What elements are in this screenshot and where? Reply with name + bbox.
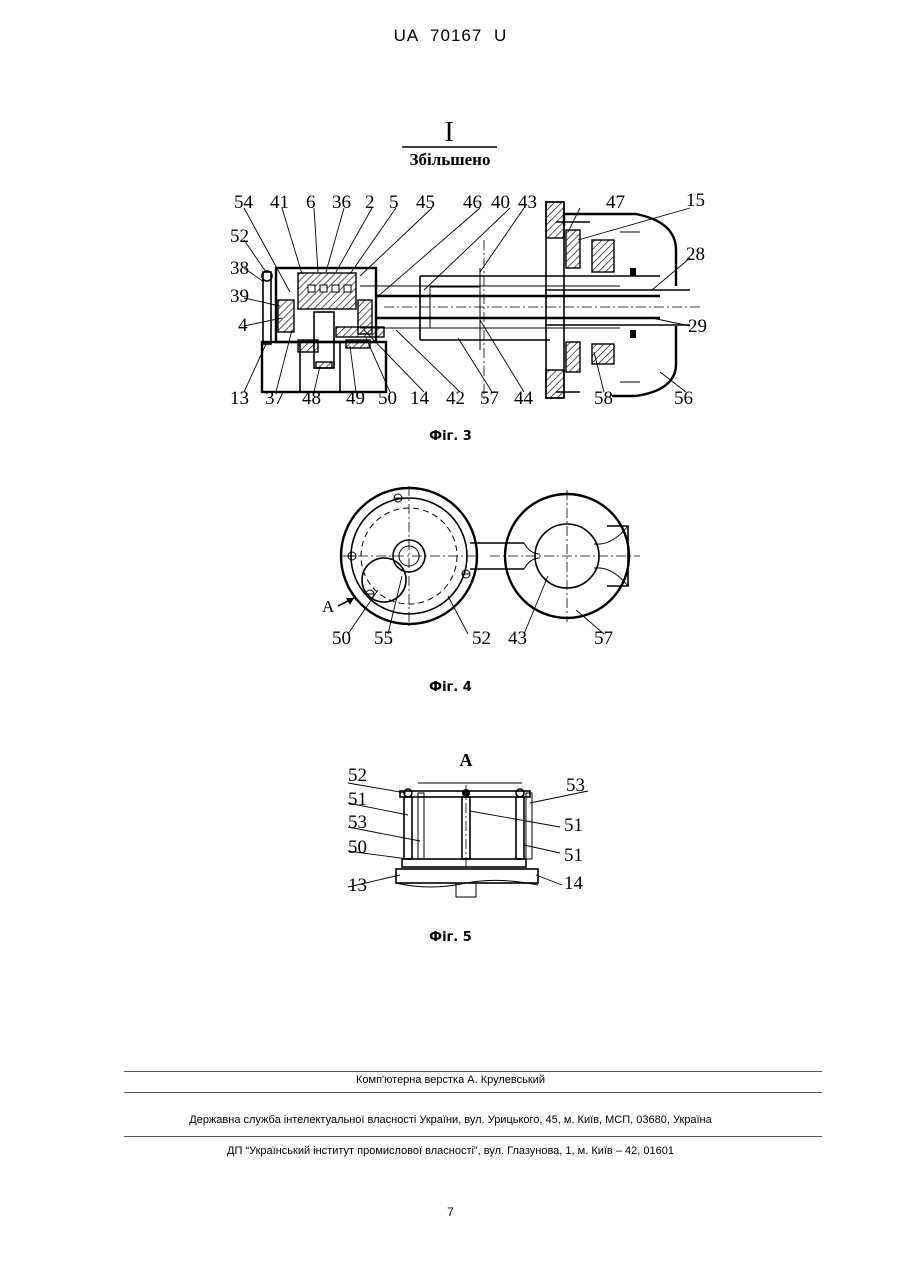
fig5-label-left-52: 52: [348, 765, 367, 786]
fig5-view-title: A: [460, 750, 473, 770]
fig4-label-43: 43: [508, 628, 527, 649]
figure-3-caption: Фіг. 3: [0, 429, 901, 444]
fig3-label-top-41: 41: [270, 192, 289, 213]
fig5-label-right-51b: 51: [564, 845, 583, 866]
fig5-label-right-53: 53: [566, 775, 585, 796]
fig3-label-bottom-56: 56: [674, 388, 693, 409]
fig4-view-arrow: A: [322, 597, 335, 616]
fig3-label-left-39: 39: [230, 286, 249, 307]
fig5-label-right-14: 14: [564, 873, 584, 894]
section-mark: I: [444, 117, 453, 148]
figure-4-drawing: A 50 55 52 43 57: [0, 476, 901, 676]
footer-rule-bottom: [124, 1136, 822, 1137]
fig3-label-top-5: 5: [389, 192, 399, 213]
fig3-label-top-54: 54: [234, 192, 254, 213]
fig3-label-bottom-49: 49: [346, 388, 365, 409]
fig3-label-top-6: 6: [306, 192, 316, 213]
fig3-label-bottom-57: 57: [480, 388, 499, 409]
fig3-label-top-2: 2: [365, 192, 375, 213]
fig5-label-right-51a: 51: [564, 815, 583, 836]
footer-typesetter: Комп'ютерна верстка А. Крулевський: [0, 1074, 901, 1086]
fig4-label-57: 57: [594, 628, 613, 649]
fig3-label-bottom-37: 37: [265, 388, 284, 409]
page-number: 7: [0, 1205, 901, 1219]
fig3-label-bottom-58: 58: [594, 388, 613, 409]
fig3-label-bottom-13: 13: [230, 388, 249, 409]
fig3-label-top-40: 40: [491, 192, 510, 213]
fig3-label-left-38: 38: [230, 258, 249, 279]
footer-rule-top: [124, 1071, 822, 1072]
fig3-label-top-47: 47: [606, 192, 625, 213]
section-caption: Збільшено: [410, 150, 491, 169]
fig3-label-bottom-42: 42: [446, 388, 465, 409]
fig5-label-left-13: 13: [348, 875, 367, 896]
fig3-label-top-45: 45: [416, 192, 435, 213]
figure-5-caption: Фіг. 5: [0, 930, 901, 945]
fig3-label-top-46: 46: [463, 192, 482, 213]
fig3-label-left-4: 4: [238, 315, 248, 336]
fig4-label-55: 55: [374, 628, 393, 649]
fig3-label-bottom-14: 14: [410, 388, 430, 409]
footer-line-1: Державна служба інтелектуальної власност…: [0, 1114, 901, 1126]
fig3-label-bottom-48: 48: [302, 388, 321, 409]
fig4-label-50: 50: [332, 628, 351, 649]
fig3-label-top-15: 15: [686, 190, 705, 211]
fig3-label-right-29: 29: [688, 316, 707, 337]
fig5-label-left-53: 53: [348, 812, 367, 833]
footer-rule-middle: [124, 1092, 822, 1093]
fig3-label-bottom-50: 50: [378, 388, 397, 409]
fig3-label-bottom-44: 44: [514, 388, 534, 409]
fig3-label-top-36: 36: [332, 192, 351, 213]
fig3-label-left-52: 52: [230, 226, 249, 247]
fig3-label-right-28: 28: [686, 244, 705, 265]
figure-5-drawing: A 52 51 53 50 13 53 51 51 14: [0, 745, 901, 905]
figure-4-caption: Фіг. 4: [0, 680, 901, 695]
fig3-label-top-43: 43: [518, 192, 537, 213]
fig5-label-left-50: 50: [348, 837, 367, 858]
fig5-label-left-51: 51: [348, 789, 367, 810]
fig4-label-52: 52: [472, 628, 491, 649]
footer-line-2: ДП “Український інститут промислової вла…: [0, 1145, 901, 1157]
figure-3-drawing: I Збільшено: [0, 0, 901, 440]
